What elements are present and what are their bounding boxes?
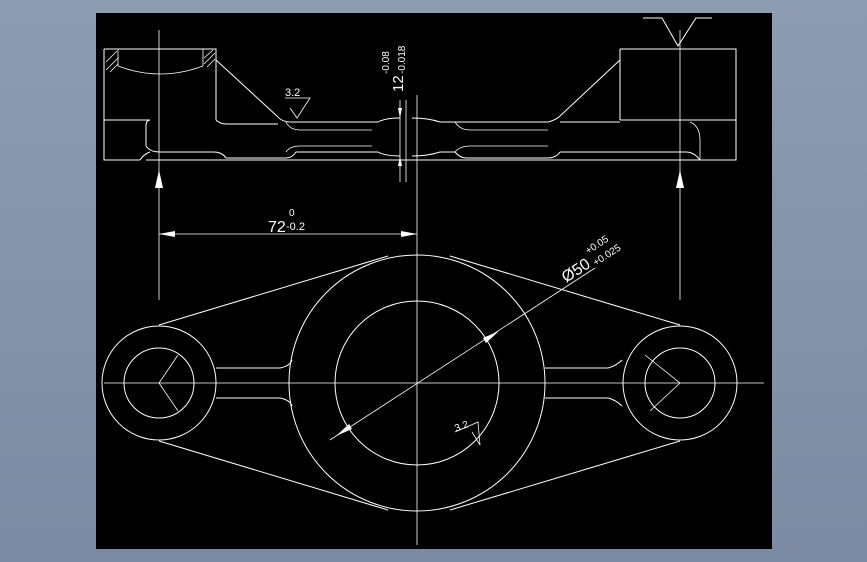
section-arrow-right xyxy=(676,170,684,188)
dim-width-lower: -0.2 xyxy=(286,221,305,233)
dim-width-upper: 0 xyxy=(289,208,295,219)
roughness-value-top: 3.2 xyxy=(285,87,300,99)
dim-diameter-nominal: Ø50 xyxy=(559,256,594,287)
dim-diameter: Ø50 +0.05 +0.025 xyxy=(559,234,624,287)
dim-thickness-lower: -0.018 xyxy=(397,45,408,74)
dim-width-nominal: 72 xyxy=(268,219,286,236)
roughness-symbol-plan: 3.2 xyxy=(453,419,481,446)
hatch-left xyxy=(105,49,216,73)
drawing-canvas: 3.2 12 -0.08 -0.018 72 0 -0.2 xyxy=(101,17,764,545)
dim-width: 72 0 -0.2 xyxy=(159,208,417,237)
roughness-symbol-top: 3.2 xyxy=(285,87,311,119)
section-arrow-left xyxy=(155,170,163,188)
cad-viewport[interactable]: 3.2 12 -0.08 -0.018 72 0 -0.2 xyxy=(96,13,772,549)
dim-thickness: 12 -0.08 -0.018 xyxy=(381,45,408,92)
diameter-leader xyxy=(329,267,596,441)
section-view xyxy=(103,17,737,545)
plan-view xyxy=(101,254,764,512)
roughness-value-plan: 3.2 xyxy=(453,419,470,434)
dim-thickness-upper: -0.08 xyxy=(381,51,392,74)
dim-thickness-nominal: 12 xyxy=(390,75,407,92)
